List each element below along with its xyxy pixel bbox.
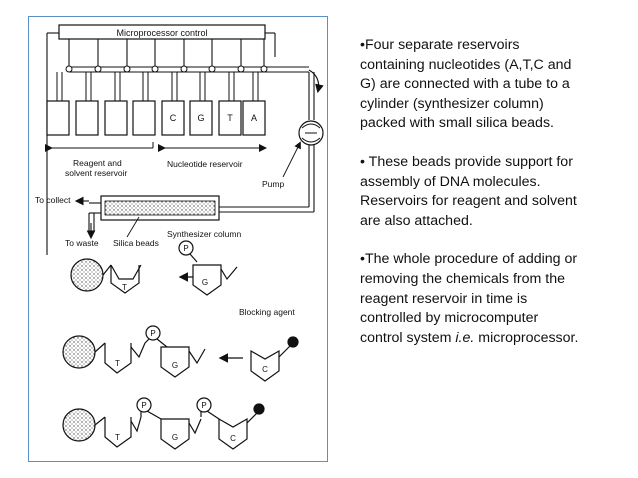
phosphate-3b: P: [201, 401, 206, 410]
nucleotide-g-2: G: [172, 361, 178, 370]
phosphate-1: P: [183, 244, 188, 253]
paragraph-reservoirs: •Four separate reservoirs containing nuc…: [360, 37, 572, 132]
nucleotide-t-1: T: [122, 283, 127, 292]
reservoir-tubes: [56, 72, 259, 101]
nucleotide-t-3: T: [115, 433, 120, 442]
nucleotide-g-1: G: [202, 278, 208, 287]
synthesizer-column: [100, 195, 220, 221]
valves: [65, 65, 268, 73]
to-collect-label: To collect: [35, 195, 71, 205]
reagent-reservoir-3: [104, 100, 128, 136]
reagent-reservoir-1: [46, 100, 70, 136]
reservoir-g: [189, 100, 213, 136]
procedure-text-start: •The whole procedure of adding or removi…: [360, 251, 578, 346]
reservoir-a: [242, 100, 266, 136]
procedure-text-end: microprocessor.: [474, 329, 579, 346]
reagent-reservoir-4: [132, 100, 156, 136]
paragraph-procedure: •The whole procedure of adding or removi…: [360, 250, 580, 348]
pump-label: Pump: [262, 179, 284, 189]
reservoir-t-letter: T: [227, 113, 233, 123]
nucleotide-t-2: T: [115, 359, 120, 368]
phosphate-2: P: [150, 329, 155, 338]
outlet-tubes: [88, 202, 101, 231]
text-panel: •Four separate reservoirs containing nuc…: [360, 36, 580, 367]
blocking-agent-label: Blocking agent: [239, 307, 295, 317]
procedure-ie: i.e.: [455, 329, 475, 346]
synthesizer-column-label: Synthesizer column: [167, 229, 241, 239]
to-waste-label: To waste: [65, 238, 99, 248]
phosphate-3a: P: [141, 401, 146, 410]
reagent-label-line2: solvent reservoir: [65, 168, 128, 178]
reagent-reservoirs: [46, 100, 156, 136]
reservoir-c-letter: C: [170, 113, 177, 123]
nucleotide-g-3: G: [172, 433, 178, 442]
reagent-label-line1: Reagent and: [73, 158, 122, 168]
stage-2: [62, 325, 299, 382]
column-tubes: [219, 206, 314, 213]
nucleotide-reservoirs: C G T A: [161, 100, 266, 136]
paragraph-beads: • These beads provide support for assemb…: [360, 153, 577, 229]
nucleotide-c-2: C: [262, 365, 268, 374]
silica-beads-label: Silica beads: [113, 238, 159, 248]
nucleotide-reservoir-label: Nucleotide reservoir: [167, 159, 243, 169]
pump: [298, 72, 324, 212]
reservoir-t: [218, 100, 242, 136]
stage-3: [62, 397, 265, 450]
reservoir-a-letter: A: [251, 113, 257, 123]
nucleotide-c-3: C: [230, 434, 236, 443]
flow-arrow: [308, 69, 324, 94]
reservoir-c: [161, 100, 185, 136]
reservoir-g-letter: G: [197, 113, 204, 123]
synthesizer-diagram: Microprocessor control: [35, 24, 324, 450]
microprocessor-label: Microprocessor control: [116, 28, 207, 38]
reagent-reservoir-2: [75, 100, 99, 136]
control-lines: [46, 32, 309, 255]
figure-frame: Microprocessor control: [28, 16, 328, 462]
microprocessor-control-box: Microprocessor control: [58, 24, 266, 40]
stage-1: [70, 240, 238, 296]
reservoir-brackets: [45, 142, 267, 152]
